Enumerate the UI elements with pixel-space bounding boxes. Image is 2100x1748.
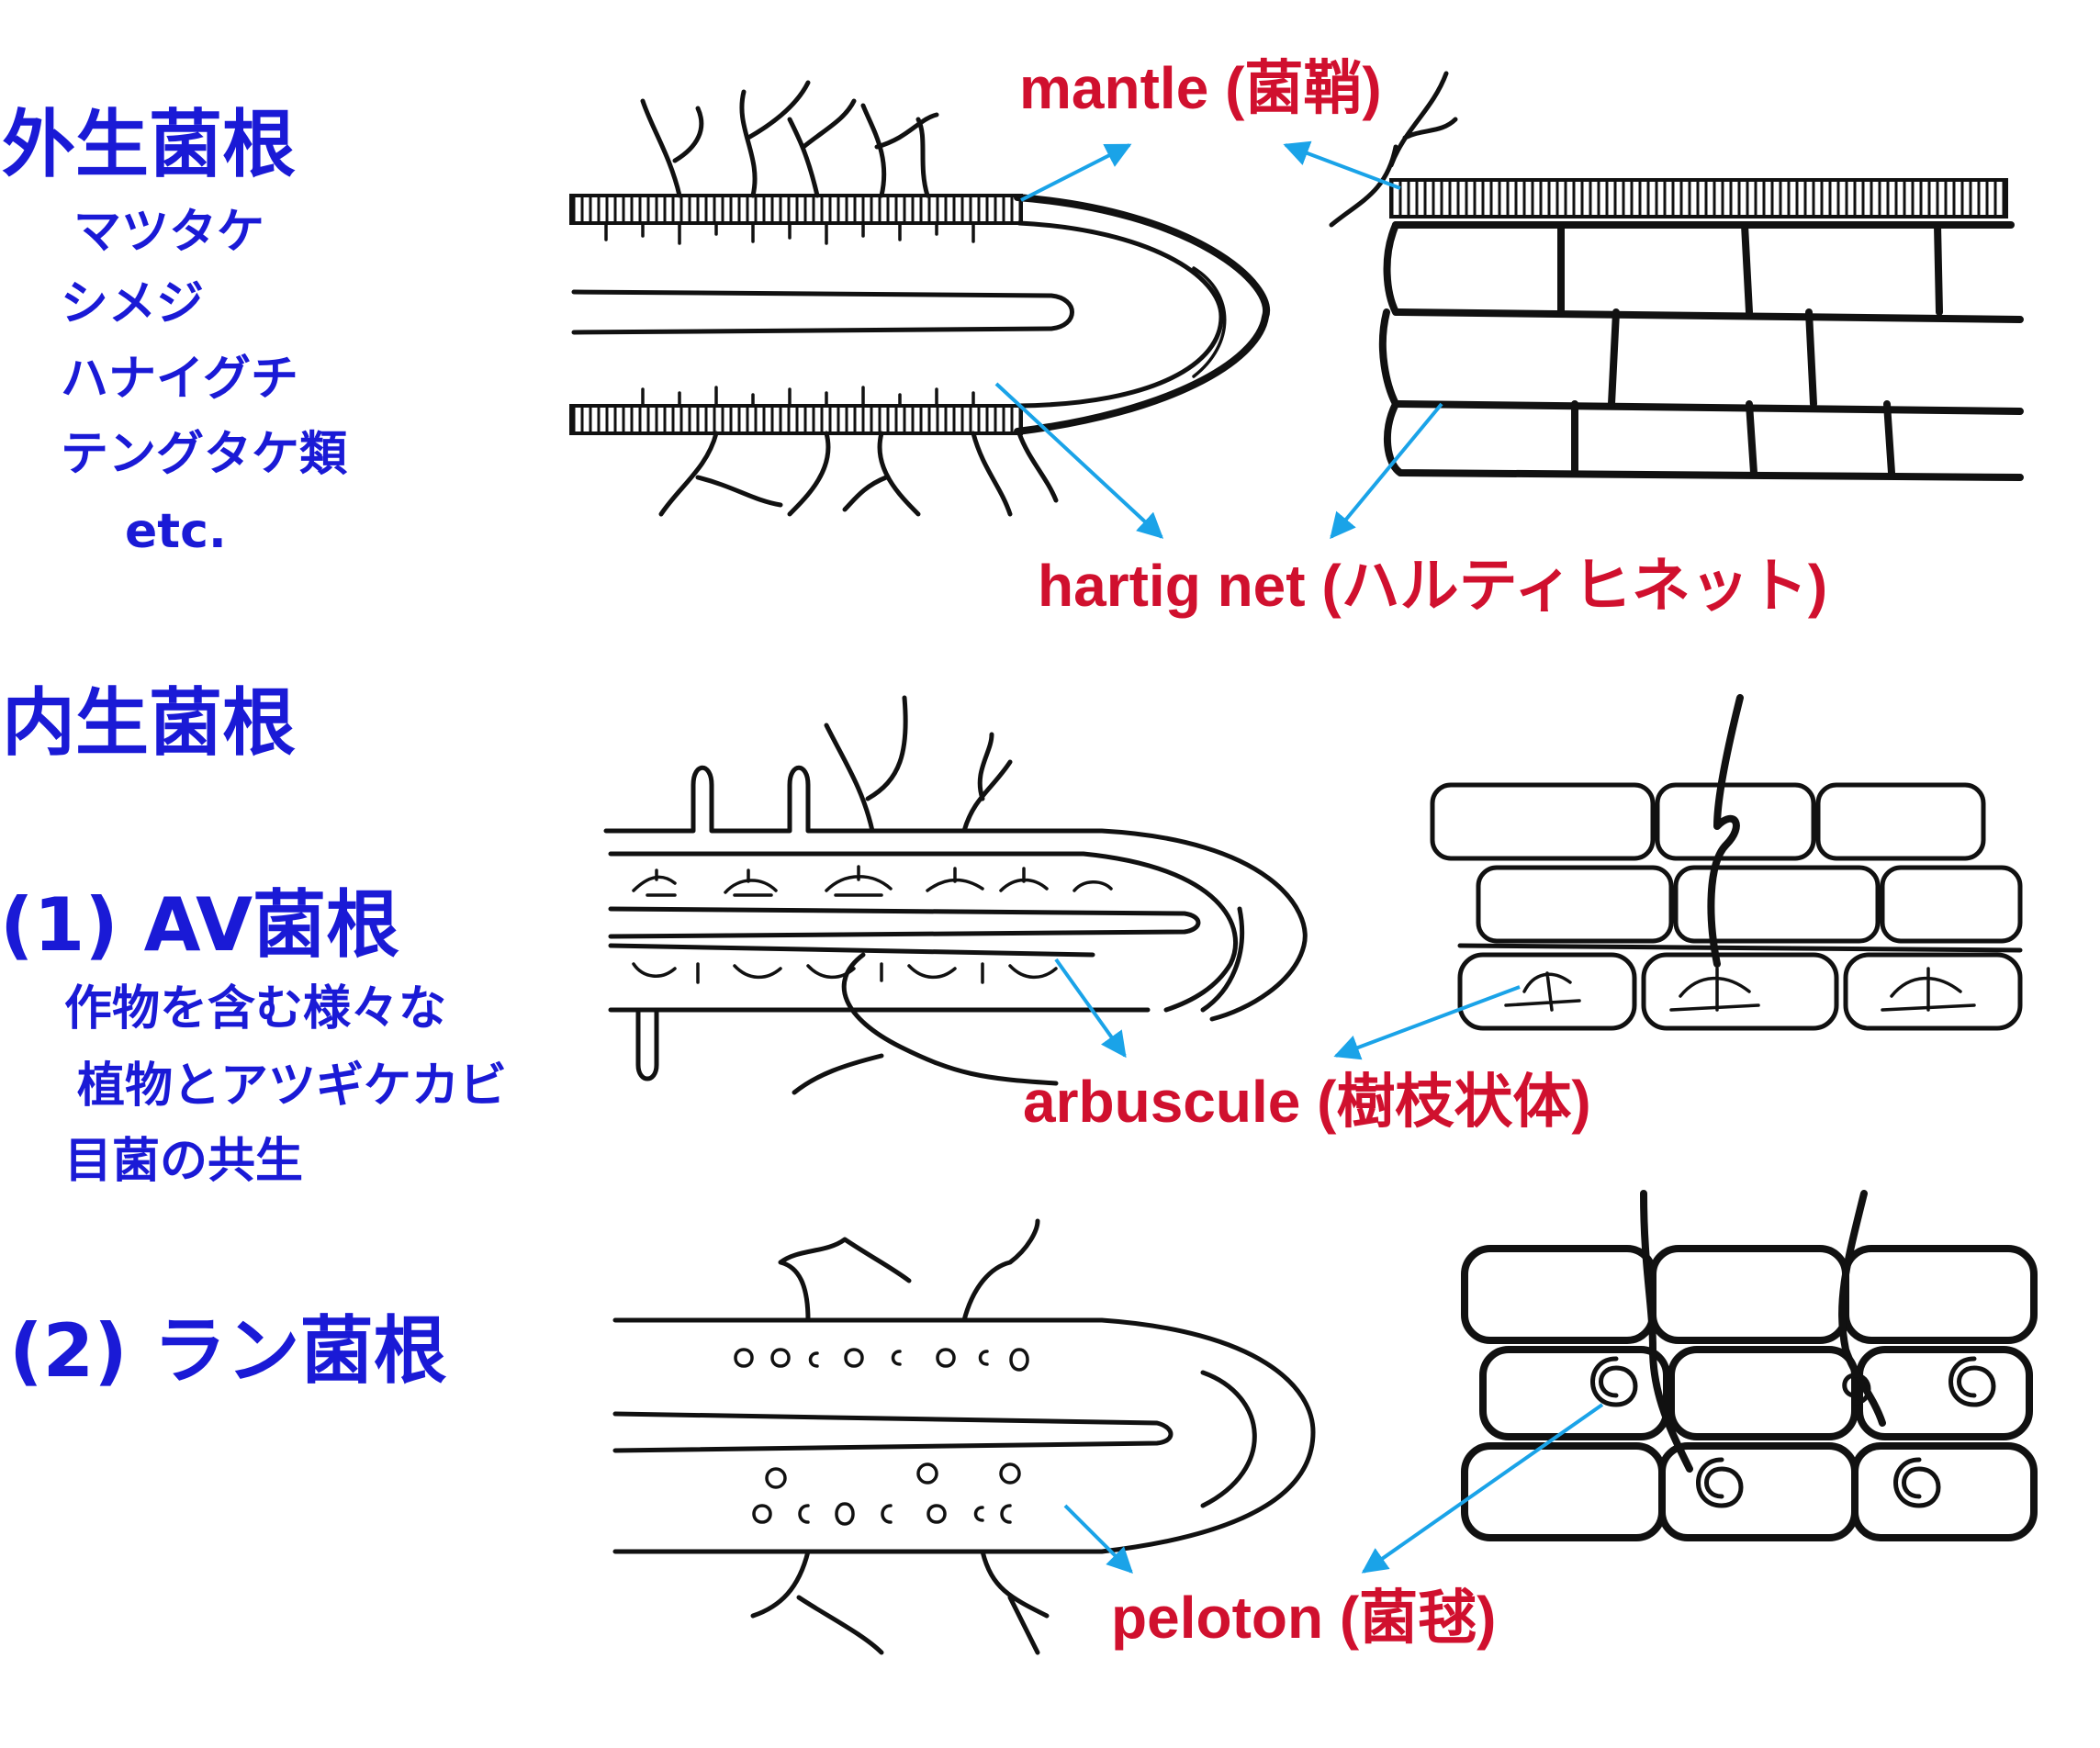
av-description-2: 植物とアツギケカビ: [77, 1059, 508, 1114]
orchid-root-drawing: [612, 1218, 1316, 1655]
ecto-example-4: テングタケ類: [61, 427, 348, 482]
ecto-cell-section-drawing: [1329, 71, 2024, 481]
hartig-arrow-right: [1330, 402, 1443, 540]
av-root-drawing: [603, 695, 1308, 1095]
label-arrows: [994, 140, 1604, 1574]
arbuscule-label: arbuscule (樹枝状体): [1023, 1069, 1591, 1135]
ecto-example-etc: etc.: [125, 504, 227, 559]
mantle-arrow-left: [1020, 143, 1132, 202]
ecto-example-2: シメジ: [61, 276, 205, 331]
peloton-arrow-right: [1361, 1403, 1604, 1574]
ecto-example-1: マツタケ: [73, 205, 265, 260]
mantle-band-top: [569, 194, 1023, 225]
mantle-arrow-right: [1283, 140, 1401, 190]
endomycorrhiza-title: 内生菌根: [2, 680, 296, 766]
av-description-1: 作物を含む様々な: [64, 981, 447, 1036]
arbuscule-arrow-left: [1054, 958, 1127, 1059]
mantle-label: mantle (菌鞘): [1019, 55, 1382, 121]
orchid-cell-section-drawing: [1461, 1190, 2038, 1541]
orchid-mycorrhiza-title: (2) ラン菌根: [9, 1308, 447, 1394]
ecto-example-3: ハナイグチ: [61, 352, 298, 407]
ectomycorrhiza-title: 外生菌根: [2, 102, 296, 187]
av-description-3: 目菌の共生: [64, 1134, 304, 1189]
peloton-arrow-left: [1063, 1504, 1133, 1574]
ecto-root-tip-drawing: [569, 80, 1271, 517]
peloton-label: peloton (菌毬): [1111, 1585, 1497, 1651]
hartig-net-label: hartig net (ハルティヒネット): [1038, 553, 1828, 619]
av-cell-section-drawing: [1430, 694, 2023, 1031]
arbuscule-arrow-right: [1333, 985, 1521, 1060]
mantle-band-cells: [1389, 178, 2008, 218]
mantle-band-bottom: [569, 404, 1023, 435]
av-mycorrhiza-title: (1) AV菌根: [0, 882, 400, 968]
hartig-arrow-left: [994, 382, 1164, 539]
